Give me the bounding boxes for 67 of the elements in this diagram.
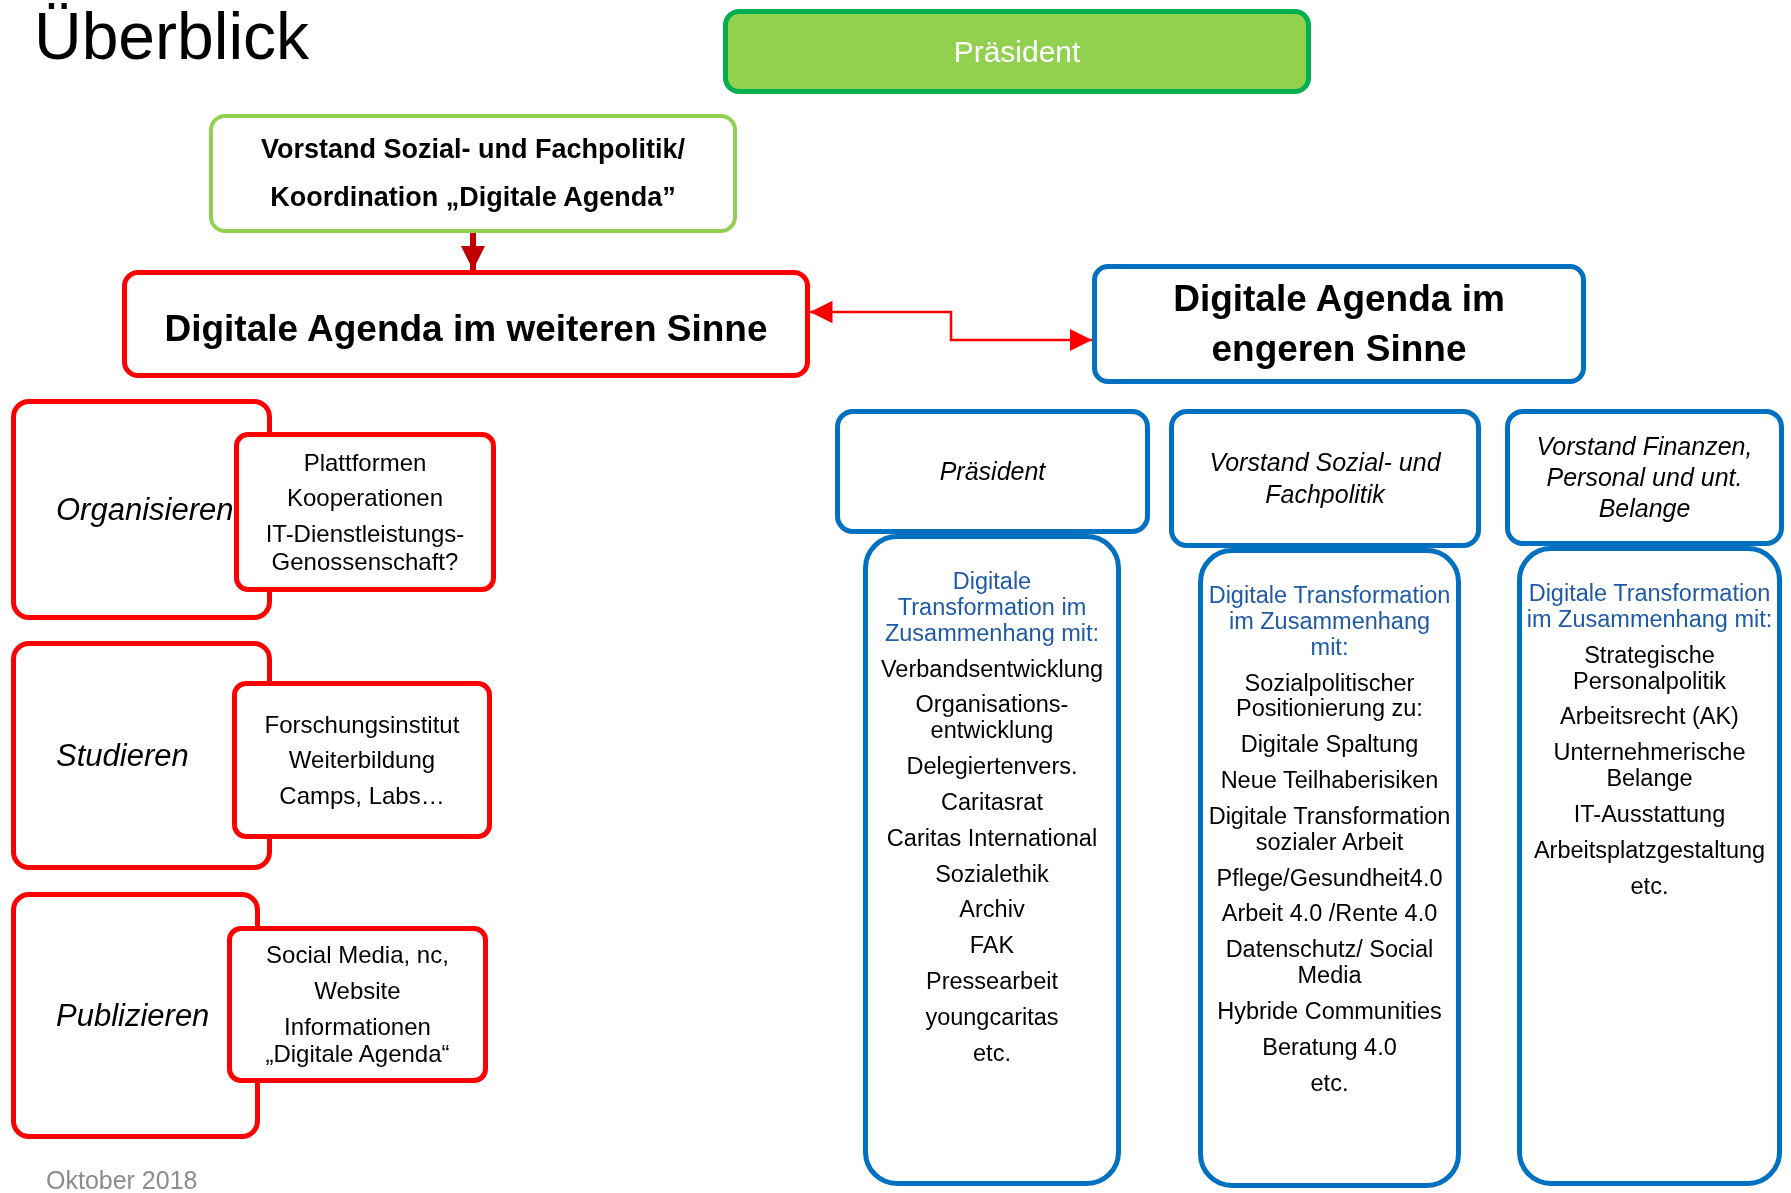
box-title: Präsident [953, 34, 1081, 69]
activity-label: Organisieren [56, 491, 234, 528]
date-text: Oktober 2018 [46, 1166, 198, 1193]
list-item: Verbandsentwicklung [880, 656, 1104, 683]
column-header-box [1169, 409, 1481, 548]
list-item: Plattformen [303, 448, 427, 477]
topic-list-box [1198, 548, 1461, 1188]
title-box [723, 9, 1311, 94]
arrow [810, 300, 1092, 352]
coordination-box [209, 114, 737, 233]
list-item: Beratung 4.0 [1262, 1034, 1397, 1061]
list-item: Caritas International [886, 825, 1098, 852]
list-item: Datenschutz/ Social Media [1224, 937, 1435, 989]
section-heading: Digitale Transformation im Zusammenhang mit: [883, 569, 1101, 647]
list-item: Weiterbildung [288, 746, 436, 774]
list-item: Arbeitsrecht (AK) [1560, 704, 1739, 731]
topic-list-box [863, 534, 1121, 1186]
list-item: Social Media, nc, [266, 941, 449, 969]
column-header-box [1505, 409, 1784, 546]
list-item: IT-Dienstleistungs- Genossenschaft? [264, 520, 466, 576]
column-header-box [835, 409, 1150, 534]
list-item: Informationen „Digitale Agenda“ [264, 1012, 451, 1068]
column-heading: Vorstand Finanzen, Personal und unt. Belange [1535, 430, 1754, 525]
list-item: etc. [1310, 1070, 1349, 1097]
section-heading: Digitale Transformation im Zusammenhang mit: [1207, 583, 1452, 661]
list-item: Website [314, 976, 401, 1005]
box-title: Digitale Agenda im engeren Sinne [1172, 277, 1506, 371]
list-item: Digitale Spaltung [1240, 732, 1419, 759]
section-heading: Digitale Transformation im Zusammenhang mit: [1526, 581, 1773, 633]
activity-label: Publizieren [56, 997, 210, 1034]
list-item: Strategische Personalpolitik [1572, 642, 1727, 695]
list-item: Kooperationen [286, 484, 444, 512]
item-list-box [234, 432, 496, 592]
item-list-box [227, 926, 488, 1083]
list-item: Pressearbeit [926, 969, 1058, 995]
list-item: Caritasrat [941, 789, 1043, 816]
list-item: etc. [1630, 873, 1669, 900]
column-heading: Vorstand Sozial- und Fachpolitik [1208, 447, 1443, 510]
scope-box [122, 270, 810, 378]
list-item: Pflege/Gesundheit4.0 [1216, 865, 1443, 892]
list-item: etc. [973, 1040, 1011, 1067]
box-title: Vorstand Sozial- und Fachpolitik/ Koordination „Digitale Agenda” [260, 133, 686, 214]
list-item: Organisations- entwicklung [914, 692, 1070, 745]
scope-box [1092, 264, 1586, 384]
list-item: Archiv [959, 897, 1025, 924]
activity-label: Studieren [56, 737, 189, 774]
list-item: Arbeitsplatzgestaltung [1533, 837, 1766, 864]
activity-box [11, 892, 260, 1139]
page-title: Überblick [34, 0, 310, 73]
list-item: Digitale Transformation sozialer Arbeit [1207, 803, 1452, 856]
arrow [461, 233, 485, 270]
list-item: Hybride Communities [1217, 998, 1442, 1025]
list-item: IT-Ausstattung [1573, 801, 1726, 828]
list-item: Camps, Labs… [279, 781, 445, 810]
list-item: Unternehmerische Belange [1552, 740, 1747, 792]
list-item: Forschungsinstitut [264, 710, 460, 739]
column-heading: Präsident [939, 455, 1046, 487]
list-item: FAK [969, 933, 1015, 960]
list-item: youngcaritas [925, 1004, 1059, 1031]
list-item: Neue Teilhaberisiken [1220, 768, 1439, 794]
list-item: Sozialpolitischer Positionierung zu: [1235, 670, 1424, 723]
list-item: Sozialethik [935, 861, 1049, 888]
item-list-box [232, 681, 492, 839]
box-title: Digitale Agenda im weiteren Sinne [164, 308, 768, 350]
topic-list-box [1517, 546, 1782, 1186]
list-item: Delegiertenvers. [906, 754, 1078, 780]
list-item: Arbeit 4.0 /Rente 4.0 [1221, 901, 1438, 928]
